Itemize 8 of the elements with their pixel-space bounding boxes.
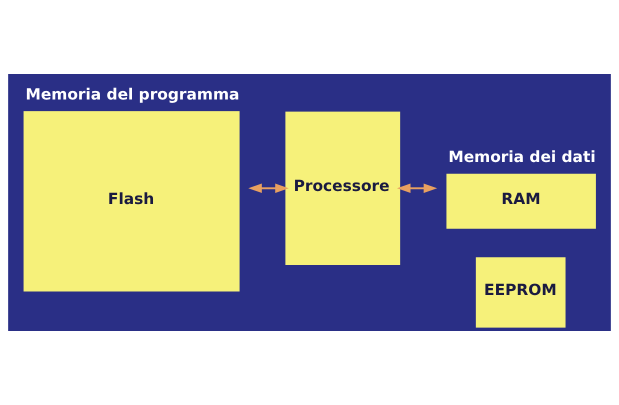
node-box: Processore — [285, 112, 400, 265]
node-box: EEPROM — [476, 257, 566, 328]
arrow — [248, 184, 289, 194]
arrow — [396, 184, 438, 194]
node-box: Flash — [24, 111, 240, 292]
node-label: Memoria dei dati — [448, 148, 596, 166]
node-box: RAM — [446, 174, 596, 229]
node-label: Memoria del programma — [26, 85, 240, 104]
